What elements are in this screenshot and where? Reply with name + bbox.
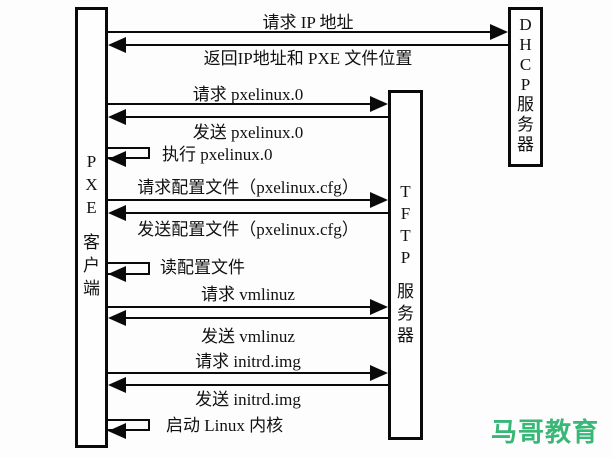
dhcp-server-char: 务 [517, 115, 534, 134]
arrow-send-config [125, 212, 388, 214]
self-loop [108, 147, 150, 159]
dhcp-server-char: P [520, 75, 531, 94]
message-label: 读配置文件 [160, 258, 245, 277]
tftp-server-char: P [400, 248, 411, 267]
dhcp-server-char: D [519, 15, 532, 34]
pxe-client-box: P X E 客 户 端 [75, 7, 108, 448]
dhcp-server-char: 器 [517, 135, 534, 154]
tftp-server-label: T F T P 服 务 器 [391, 181, 420, 347]
dhcp-server-char: 服 [517, 95, 534, 114]
dhcp-server-label: D H C P 服 务 器 [511, 15, 540, 155]
arrow-request-config [108, 199, 370, 201]
tftp-server-char: T [400, 226, 411, 245]
tftp-server-char: 器 [397, 326, 414, 345]
arrow-request-ip [108, 31, 490, 33]
message-label: 请求 initrd.img [195, 352, 301, 371]
tftp-server-char: T [400, 182, 411, 201]
tftp-server-char: 服 [397, 282, 414, 301]
arrowhead-left-icon [108, 151, 126, 167]
self-loop [108, 262, 150, 275]
arrow-request-vmlinuz [108, 306, 370, 308]
dhcp-server-char: C [519, 55, 532, 74]
arrowhead-right-icon [370, 192, 388, 208]
message-label: 发送 pxelinux.0 [192, 123, 304, 142]
pxe-client-char: 端 [83, 279, 100, 298]
arrow-return-ip [125, 44, 508, 46]
pxe-client-char: E [86, 198, 97, 217]
pxe-client-label: P X E 客 户 端 [78, 150, 105, 300]
dhcp-server-box: D H C P 服 务 器 [508, 7, 543, 167]
message-label: 发送配置文件（pxelinux.cfg） [137, 220, 359, 239]
message-label: 请求 pxelinux.0 [192, 85, 304, 104]
message-label: 启动 Linux 内核 [166, 416, 284, 435]
tftp-server-box: T F T P 服 务 器 [388, 90, 423, 440]
arrowhead-left-icon [108, 37, 126, 53]
message-label: 发送 vmlinuz [201, 327, 295, 346]
dhcp-server-char: H [519, 35, 532, 54]
message-label: 发送 initrd.img [195, 390, 301, 409]
tftp-server-char: 务 [397, 304, 414, 323]
pxe-client-char: 客 [83, 233, 100, 252]
self-loop [108, 419, 150, 431]
arrowhead-right-icon [490, 24, 508, 40]
arrowhead-right-icon [370, 299, 388, 315]
arrow-request-initrd [108, 372, 370, 374]
arrowhead-right-icon [370, 365, 388, 381]
watermark: 马哥教育 [491, 417, 600, 447]
pxe-client-char: 户 [83, 256, 100, 275]
arrowhead-left-icon [108, 310, 126, 326]
message-label: 请求 IP 地址 [262, 13, 354, 32]
arrowhead-left-icon [108, 423, 126, 439]
arrowhead-left-icon [108, 205, 126, 221]
message-label: 执行 pxelinux.0 [162, 145, 273, 164]
arrowhead-right-icon [370, 96, 388, 112]
arrow-send-initrd [125, 384, 388, 386]
arrowhead-left-icon [108, 377, 126, 393]
arrow-send-vmlinuz [125, 317, 388, 319]
tftp-server-char: F [400, 204, 411, 223]
message-label: 返回IP地址和 PXE 文件位置 [203, 49, 413, 68]
pxe-client-char: P [86, 152, 97, 171]
arrowhead-left-icon [108, 266, 126, 282]
arrow-send-pxelinux [125, 116, 388, 118]
arrow-request-pxelinux [108, 103, 370, 105]
message-label: 请求配置文件（pxelinux.cfg） [137, 178, 359, 197]
pxe-client-char: X [85, 175, 98, 194]
arrowhead-left-icon [108, 109, 126, 125]
message-label: 请求 vmlinuz [201, 285, 295, 304]
